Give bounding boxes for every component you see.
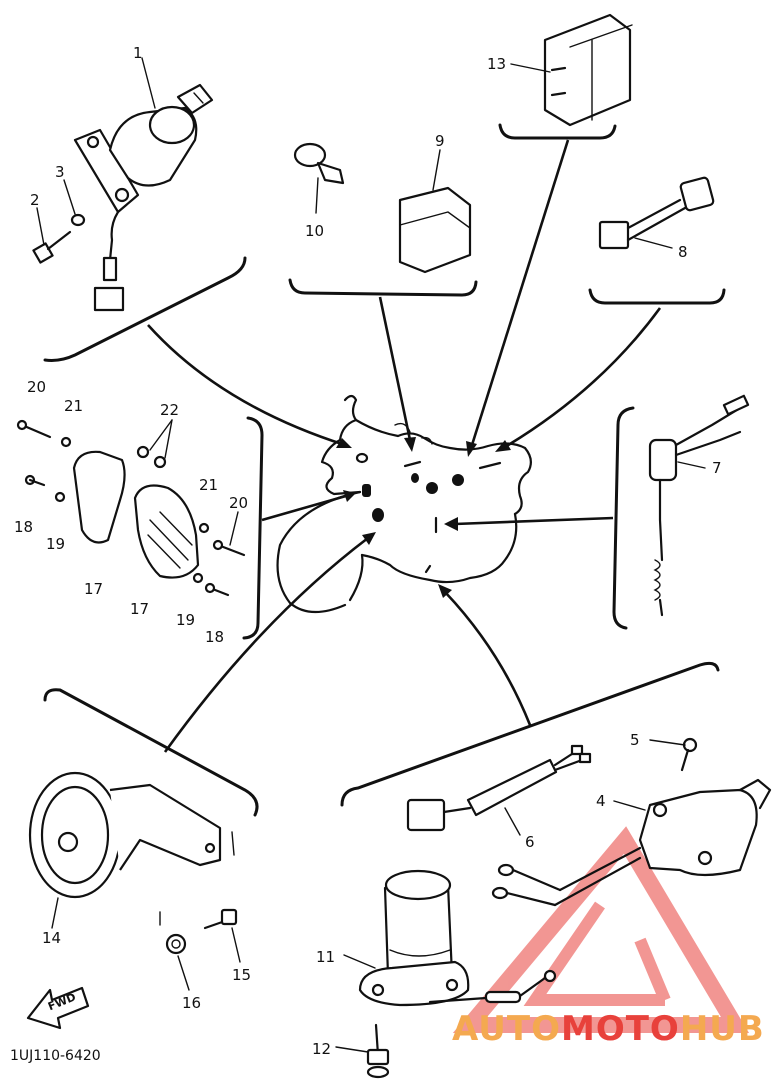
part-horn-14 <box>28 771 235 929</box>
label-part-10: 10 <box>305 222 324 240</box>
bracket-right-8 <box>588 288 726 305</box>
part-flasher-13 <box>510 13 633 127</box>
part-switch-7 <box>648 394 750 617</box>
bracket-top-center <box>288 278 478 297</box>
label-part-8: 8 <box>678 243 688 261</box>
part-bolt-15 <box>203 908 241 963</box>
label-part-14: 14 <box>42 929 61 947</box>
label-part-11: 11 <box>316 948 335 966</box>
part-main-switch <box>73 57 214 312</box>
watermark-part-auto: AUTO <box>452 1009 561 1049</box>
central-frame-outline <box>276 394 532 614</box>
label-part-9: 9 <box>435 132 445 150</box>
part-screws-lights <box>16 419 246 597</box>
label-part-17-left: 17 <box>84 580 103 598</box>
label-part-19-left: 19 <box>46 535 65 553</box>
bracket-top-right-13 <box>498 123 617 140</box>
label-part-6: 6 <box>525 833 535 851</box>
watermark-part-hub: HUB <box>680 1009 765 1049</box>
part-relay-9 <box>398 149 472 274</box>
part-connector-8 <box>598 176 715 250</box>
part-lens-17-left <box>72 450 126 544</box>
diagram-code: 1UJ110-6420 <box>10 1048 101 1064</box>
label-part-22: 22 <box>160 401 179 419</box>
label-part-3: 3 <box>55 163 65 181</box>
part-switch-4 <box>491 778 772 907</box>
label-part-16: 16 <box>182 994 201 1012</box>
label-part-18-left: 18 <box>14 518 33 536</box>
label-part-21-right: 21 <box>199 476 218 494</box>
part-screw-5 <box>649 737 698 772</box>
part-bolt-2 <box>32 207 72 264</box>
label-part-18-right: 18 <box>205 628 224 646</box>
label-part-2: 2 <box>30 191 40 209</box>
part-washer-3 <box>63 179 86 227</box>
bracket-top-left <box>43 256 247 362</box>
label-part-5: 5 <box>630 731 640 749</box>
label-part-20-left: 20 <box>27 378 46 396</box>
label-part-21-left: 21 <box>64 397 83 415</box>
label-part-19-right: 19 <box>176 611 195 629</box>
label-part-20-right: 20 <box>229 494 248 512</box>
part-harness-6 <box>406 744 592 836</box>
bracket-bottom-right <box>340 661 720 807</box>
label-part-1: 1 <box>133 44 143 62</box>
part-clamp-10 <box>293 142 345 214</box>
bracket-left-lights <box>242 416 264 640</box>
part-nut-16 <box>165 933 190 991</box>
label-part-13: 13 <box>487 55 506 73</box>
watermark-text: AUTOMOTOHUB <box>452 1009 765 1049</box>
part-lens-17-right <box>133 484 200 579</box>
leader-arrows <box>147 139 662 753</box>
label-part-7: 7 <box>712 459 722 477</box>
part-bolt-12 <box>335 1023 390 1079</box>
label-part-4: 4 <box>596 792 606 810</box>
part-pump-11 <box>343 869 557 1007</box>
bracket-horn <box>43 688 259 817</box>
label-part-12: 12 <box>312 1040 331 1058</box>
watermark-part-moto: MOTO <box>561 1009 680 1049</box>
label-part-15: 15 <box>232 966 251 984</box>
fwd-arrow-icon <box>26 986 90 1030</box>
bracket-right-7 <box>612 406 635 630</box>
watermark-logo-triangle <box>452 826 750 1033</box>
label-part-17-right: 17 <box>130 600 149 618</box>
